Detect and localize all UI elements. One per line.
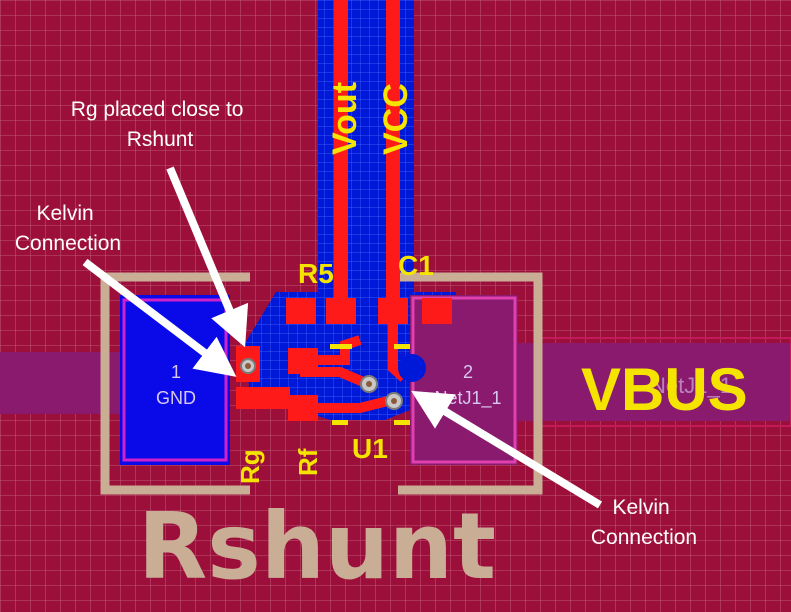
vbus-net-label: VBUS [581, 356, 748, 423]
rg-placement-arrow [166, 166, 249, 348]
kelvin-left-line-2: Connection [15, 232, 121, 255]
kelvin-right-line-2: Connection [591, 526, 697, 549]
rshunt-outline-right [398, 272, 543, 495]
u1-signal-trace [318, 335, 362, 365]
kelvin-right-callout: Kelvin Connection [591, 496, 697, 549]
kelvin-left-callout: Kelvin Connection [15, 202, 121, 255]
rshunt-outline-left [100, 272, 250, 495]
u1-designator: U1 [352, 433, 388, 464]
vcc-trace [386, 0, 400, 310]
rf-trace [300, 367, 370, 389]
u1-via-right-hole [391, 398, 397, 404]
pad-2-net: NetJ1_1 [434, 388, 501, 409]
rf-designator: Rf [293, 448, 323, 476]
r5-designator: R5 [298, 258, 334, 289]
rg-placement-callout: Rg placed close to Rshunt [71, 98, 250, 151]
kelvin-right-arrow [411, 390, 603, 509]
u1-via-left-hole [366, 381, 372, 387]
kelvin-left-line-1: Kelvin [36, 202, 93, 225]
rf-pad-bottom[interactable] [288, 395, 318, 421]
rg-placement-line-1: Rg placed close to [71, 98, 244, 121]
c1-designator: C1 [398, 250, 434, 281]
silk-mark-4 [394, 420, 410, 425]
vcc-net-label: VCC [377, 83, 415, 155]
silk-mark-1 [330, 344, 352, 349]
vbus-trace-left [0, 352, 130, 414]
rg-designator: Rg [235, 449, 265, 484]
rg-placement-line-2: Rshunt [127, 128, 194, 151]
vbus-trace-right [515, 343, 791, 421]
rshunt-designator: Rshunt [138, 493, 496, 600]
vout-trace [334, 0, 348, 310]
kelvin-left-arrow [82, 258, 237, 377]
pad-1-number: 1 [171, 362, 181, 382]
kelvin-right-line-1: Kelvin [612, 496, 669, 519]
rg-via-hole [245, 363, 251, 369]
pad-2-number: 2 [463, 362, 473, 382]
vbus-net-overlay: NetJ1_1 [650, 373, 732, 398]
vout-net-label: Vout [326, 82, 364, 155]
r5-pad-left[interactable] [286, 298, 316, 324]
pad-1-net: GND [156, 388, 196, 408]
right-kelvin-land [398, 354, 426, 382]
r5-pad-right[interactable] [326, 298, 356, 324]
c1-pad-right[interactable] [422, 298, 452, 324]
rshunt-pad-1-edge [122, 298, 228, 462]
silk-mark-2 [394, 344, 410, 349]
u1-output-trace [318, 395, 394, 413]
silk-mark-3 [332, 420, 348, 425]
c1-pad-left[interactable] [378, 298, 408, 324]
